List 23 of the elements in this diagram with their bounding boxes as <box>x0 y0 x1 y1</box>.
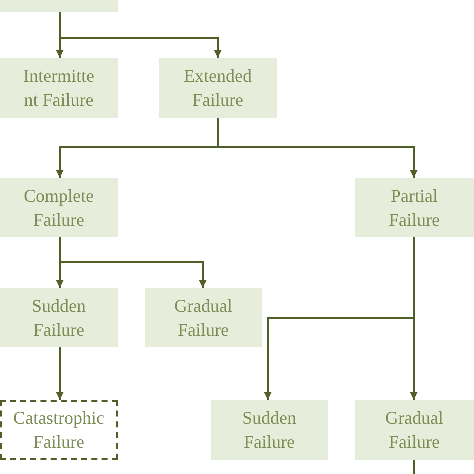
node-label: Complete Failure <box>23 184 95 232</box>
process-box <box>355 178 474 237</box>
node-label: Catastrophic Failure <box>12 407 106 454</box>
arrow <box>59 12 222 58</box>
process-box <box>145 288 262 347</box>
arrow <box>59 237 207 288</box>
process-box <box>0 178 118 237</box>
node-label: Partial Failure <box>388 184 441 232</box>
arrow <box>410 237 418 400</box>
process-box <box>211 400 328 460</box>
arrow <box>56 347 64 400</box>
node-label: Gradual Failure <box>384 407 444 454</box>
arrow <box>217 118 418 178</box>
process-box <box>159 58 277 118</box>
process-box <box>0 288 118 347</box>
node-label: Sudden Failure <box>31 294 87 342</box>
node-label: Intermitte nt Failure <box>22 65 96 112</box>
process-box <box>0 58 118 118</box>
node-label: Gradual Failure <box>174 294 234 342</box>
node-label: Sudden Failure <box>242 407 298 454</box>
dashed-box <box>0 400 118 460</box>
process-box <box>355 400 474 460</box>
node-label: Extended Failure <box>183 65 253 112</box>
